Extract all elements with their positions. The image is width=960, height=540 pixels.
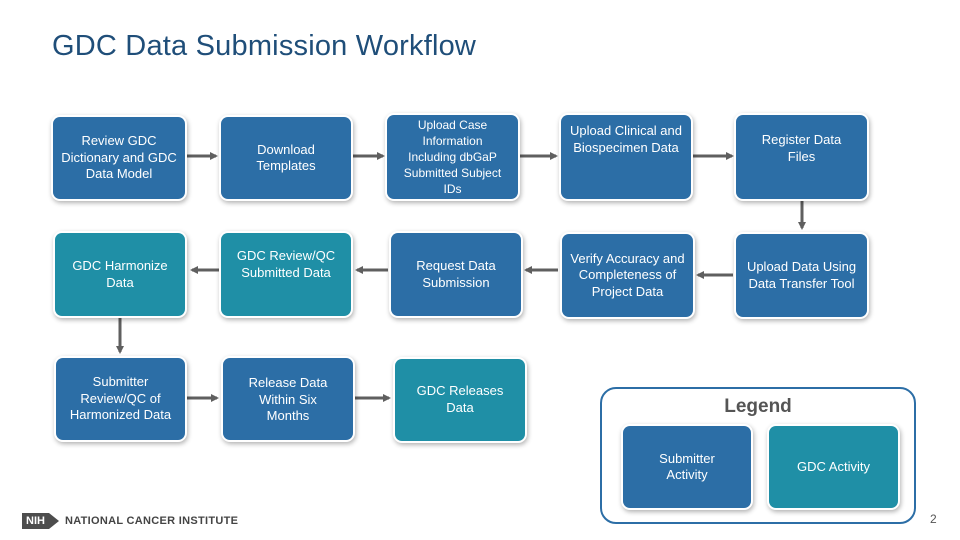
step-label: Submitter Review/QC of Harmonized Data [69,374,172,423]
step-label: GDC Releases Data [416,383,504,415]
legend-submitter-activity: Submitter Activity [623,426,751,508]
step-label: Upload Clinical and Biospecimen Data [569,123,682,155]
step-label: Download Templates [256,141,316,174]
step-release-within-six-months: Release Data Within Six Months [223,358,353,440]
step-upload-clinical-biospecimen: Upload Clinical and Biospecimen Data [561,115,691,199]
step-label: Register Data Files [761,132,842,164]
footer-logo: NIH NATIONAL CANCER INSTITUTE [22,513,238,529]
step-label: Release Data Within Six Months [248,375,328,423]
step-upload-case-information: Upload Case Information Including dbGaP … [387,115,518,199]
page-number: 2 [930,512,937,526]
nci-name: NATIONAL CANCER INSTITUTE [64,515,239,527]
step-label: GDC Harmonize Data [72,258,168,290]
step-gdc-releases-data: GDC Releases Data [395,359,525,441]
step-verify-accuracy: Verify Accuracy and Completeness of Proj… [562,234,693,317]
step-label: Verify Accuracy and Completeness of Proj… [570,250,685,299]
step-register-data-files: Register Data Files [736,115,867,199]
legend-label: Submitter Activity [659,450,715,483]
legend-label: GDC Activity [797,458,870,474]
legend: Legend Submitter Activity GDC Activity [600,387,916,524]
step-label: Upload Case Information Including dbGaP … [403,118,502,196]
legend-title: Legend [724,396,792,417]
step-gdc-review-qc: GDC Review/QC Submitted Data [221,233,351,316]
step-gdc-harmonize: GDC Harmonize Data [55,233,185,316]
step-download-templates: Download Templates [221,117,351,199]
step-label: GDC Review/QC Submitted Data [236,248,336,280]
page-title: GDC Data Submission Workflow [52,30,477,62]
legend-gdc-activity: GDC Activity [769,426,898,508]
step-upload-data-transfer-tool: Upload Data Using Data Transfer Tool [736,234,867,317]
step-label: Request Data Submission [416,258,496,290]
nih-logo: NIH [22,513,59,529]
step-label: Upload Data Using Data Transfer Tool [746,259,857,291]
step-review-dictionary: Review GDC Dictionary and GDC Data Model [53,117,185,199]
step-label: Review GDC Dictionary and GDC Data Model [61,133,177,182]
step-submitter-review-qc: Submitter Review/QC of Harmonized Data [56,358,185,440]
step-request-data-submission: Request Data Submission [391,233,521,316]
